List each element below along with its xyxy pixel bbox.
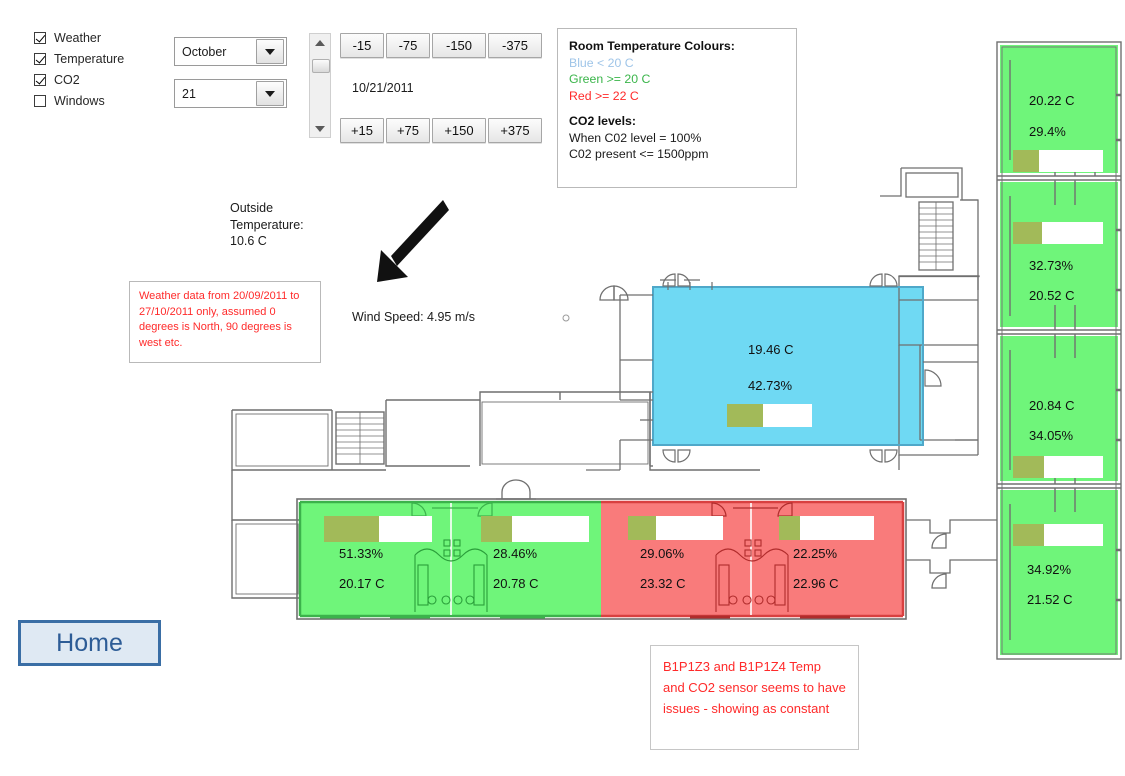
zone-value-east-2-co2: 32.73%	[1029, 258, 1074, 273]
step-plus-15-button[interactable]: +15	[340, 118, 384, 143]
zone-value-east-1-co2: 29.4%	[1029, 124, 1066, 139]
home-button[interactable]: Home	[18, 620, 161, 666]
step-plus-150-button[interactable]: +150	[432, 118, 486, 143]
co2-bar-east-4	[1013, 524, 1103, 546]
step-plus-375-button[interactable]: +375	[488, 118, 542, 143]
date-display: 10/21/2011	[352, 81, 414, 95]
zone-value-east-3-co2: 34.05%	[1029, 428, 1074, 443]
outside-temperature-block: Outside Temperature: 10.6 C	[230, 200, 304, 250]
zone-value-south-2-temp: 20.78 C	[493, 576, 539, 591]
zone-value-east-1-temp: 20.22 C	[1029, 93, 1075, 108]
co2-bar-central	[727, 404, 812, 427]
legend-temp-title: Room Temperature Colours:	[569, 39, 735, 53]
zone-fill-east-2	[1000, 182, 1118, 327]
weather-checkbox[interactable]	[34, 32, 46, 44]
legend-box: Room Temperature Colours: Blue < 20 C Gr…	[557, 28, 797, 188]
checkbox-row-temperature[interactable]: Temperature	[34, 49, 164, 69]
outside-temperature-value: 10.6 C	[230, 234, 267, 248]
scrollbar-thumb[interactable]	[312, 59, 330, 73]
temperature-checkbox-label: Temperature	[54, 51, 125, 66]
legend-red-line: Red >= 22 C	[569, 88, 639, 103]
zone-value-south-4-temp: 22.96 C	[793, 576, 839, 591]
zone-value-south-1-co2: 51.33%	[339, 546, 384, 561]
zone-value-central-co2: 42.73%	[748, 378, 793, 393]
checkbox-row-weather[interactable]: Weather	[34, 28, 164, 48]
temperature-checkbox[interactable]	[34, 53, 46, 65]
step-minus-75-button[interactable]: -75	[386, 33, 430, 58]
co2-bar-east-1	[1013, 150, 1103, 172]
legend-co2-title: CO2 levels:	[569, 114, 636, 128]
co2-bar-south-4	[779, 516, 874, 540]
zone-value-south-3-temp: 23.32 C	[640, 576, 686, 591]
zone-value-central-temp: 19.46 C	[748, 342, 794, 357]
step-plus-75-button[interactable]: +75	[386, 118, 430, 143]
weather-data-note: Weather data from 20/09/2011 to 27/10/20…	[129, 281, 321, 363]
arrow-southwest-icon	[377, 200, 449, 282]
chevron-down-icon[interactable]	[256, 81, 284, 106]
weather-data-note-text: Weather data from 20/09/2011 to 27/10/20…	[139, 290, 300, 349]
zone-value-south-1-temp: 20.17 C	[339, 576, 385, 591]
legend-co2-line-2: C02 present <= 1500ppm	[569, 147, 709, 161]
day-dropdown[interactable]: 21	[174, 79, 287, 108]
legend-spacer	[569, 104, 785, 113]
zone-fill-east-4	[1000, 490, 1118, 655]
co2-bar-south-1	[324, 516, 432, 542]
outside-temperature-label-line2: Temperature:	[230, 217, 304, 232]
zone-value-south-3-co2: 29.06%	[640, 546, 685, 561]
co2-checkbox[interactable]	[34, 74, 46, 86]
weather-checkbox-label: Weather	[54, 30, 102, 45]
step-minus-15-button[interactable]: -15	[340, 33, 384, 58]
co2-bar-south-2	[481, 516, 589, 542]
co2-bar-south-3	[628, 516, 723, 540]
windows-checkbox[interactable]	[34, 95, 46, 107]
legend-green-line: Green >= 20 C	[569, 72, 651, 86]
zone-value-south-2-co2: 28.46%	[493, 546, 538, 561]
chevron-down-icon[interactable]	[256, 39, 284, 64]
windows-checkbox-label: Windows	[54, 93, 105, 108]
zone-value-south-4-co2: 22.25%	[793, 546, 838, 561]
legend-blue-line: Blue < 20 C	[569, 55, 634, 70]
legend-co2-line-1: When C02 level = 100%	[569, 130, 702, 145]
month-dropdown-value: October	[182, 44, 227, 59]
checkbox-row-co2[interactable]: CO2	[34, 70, 164, 90]
step-minus-375-button[interactable]: -375	[488, 33, 542, 58]
zone-value-east-2-temp: 20.52 C	[1029, 288, 1075, 303]
day-dropdown-value: 21	[182, 86, 196, 101]
wind-speed-label: Wind Speed: 4.95 m/s	[352, 310, 475, 324]
outside-temperature-label-line1: Outside	[230, 201, 274, 215]
step-minus-150-button[interactable]: -150	[432, 33, 486, 58]
zone-value-east-3-temp: 20.84 C	[1029, 398, 1075, 413]
co2-bar-east-2	[1013, 222, 1103, 244]
layer-checkbox-panel: Weather Temperature CO2 Windows	[34, 28, 164, 112]
home-button-label: Home	[56, 628, 123, 657]
co2-checkbox-label: CO2	[54, 72, 80, 87]
triangle-up-icon[interactable]	[310, 34, 330, 51]
checkbox-row-windows[interactable]: Windows	[34, 91, 164, 111]
month-dropdown[interactable]: October	[174, 37, 287, 66]
time-scrollbar[interactable]	[309, 33, 331, 138]
sensor-issue-note: B1P1Z3 and B1P1Z4 Temp and CO2 sensor se…	[650, 645, 859, 750]
sensor-issue-note-text: B1P1Z3 and B1P1Z4 Temp and CO2 sensor se…	[663, 659, 846, 716]
co2-bar-east-3	[1013, 456, 1103, 478]
triangle-down-icon[interactable]	[310, 120, 330, 137]
zone-value-east-4-temp: 21.52 C	[1027, 592, 1073, 607]
zone-value-east-4-co2: 34.92%	[1027, 562, 1072, 577]
